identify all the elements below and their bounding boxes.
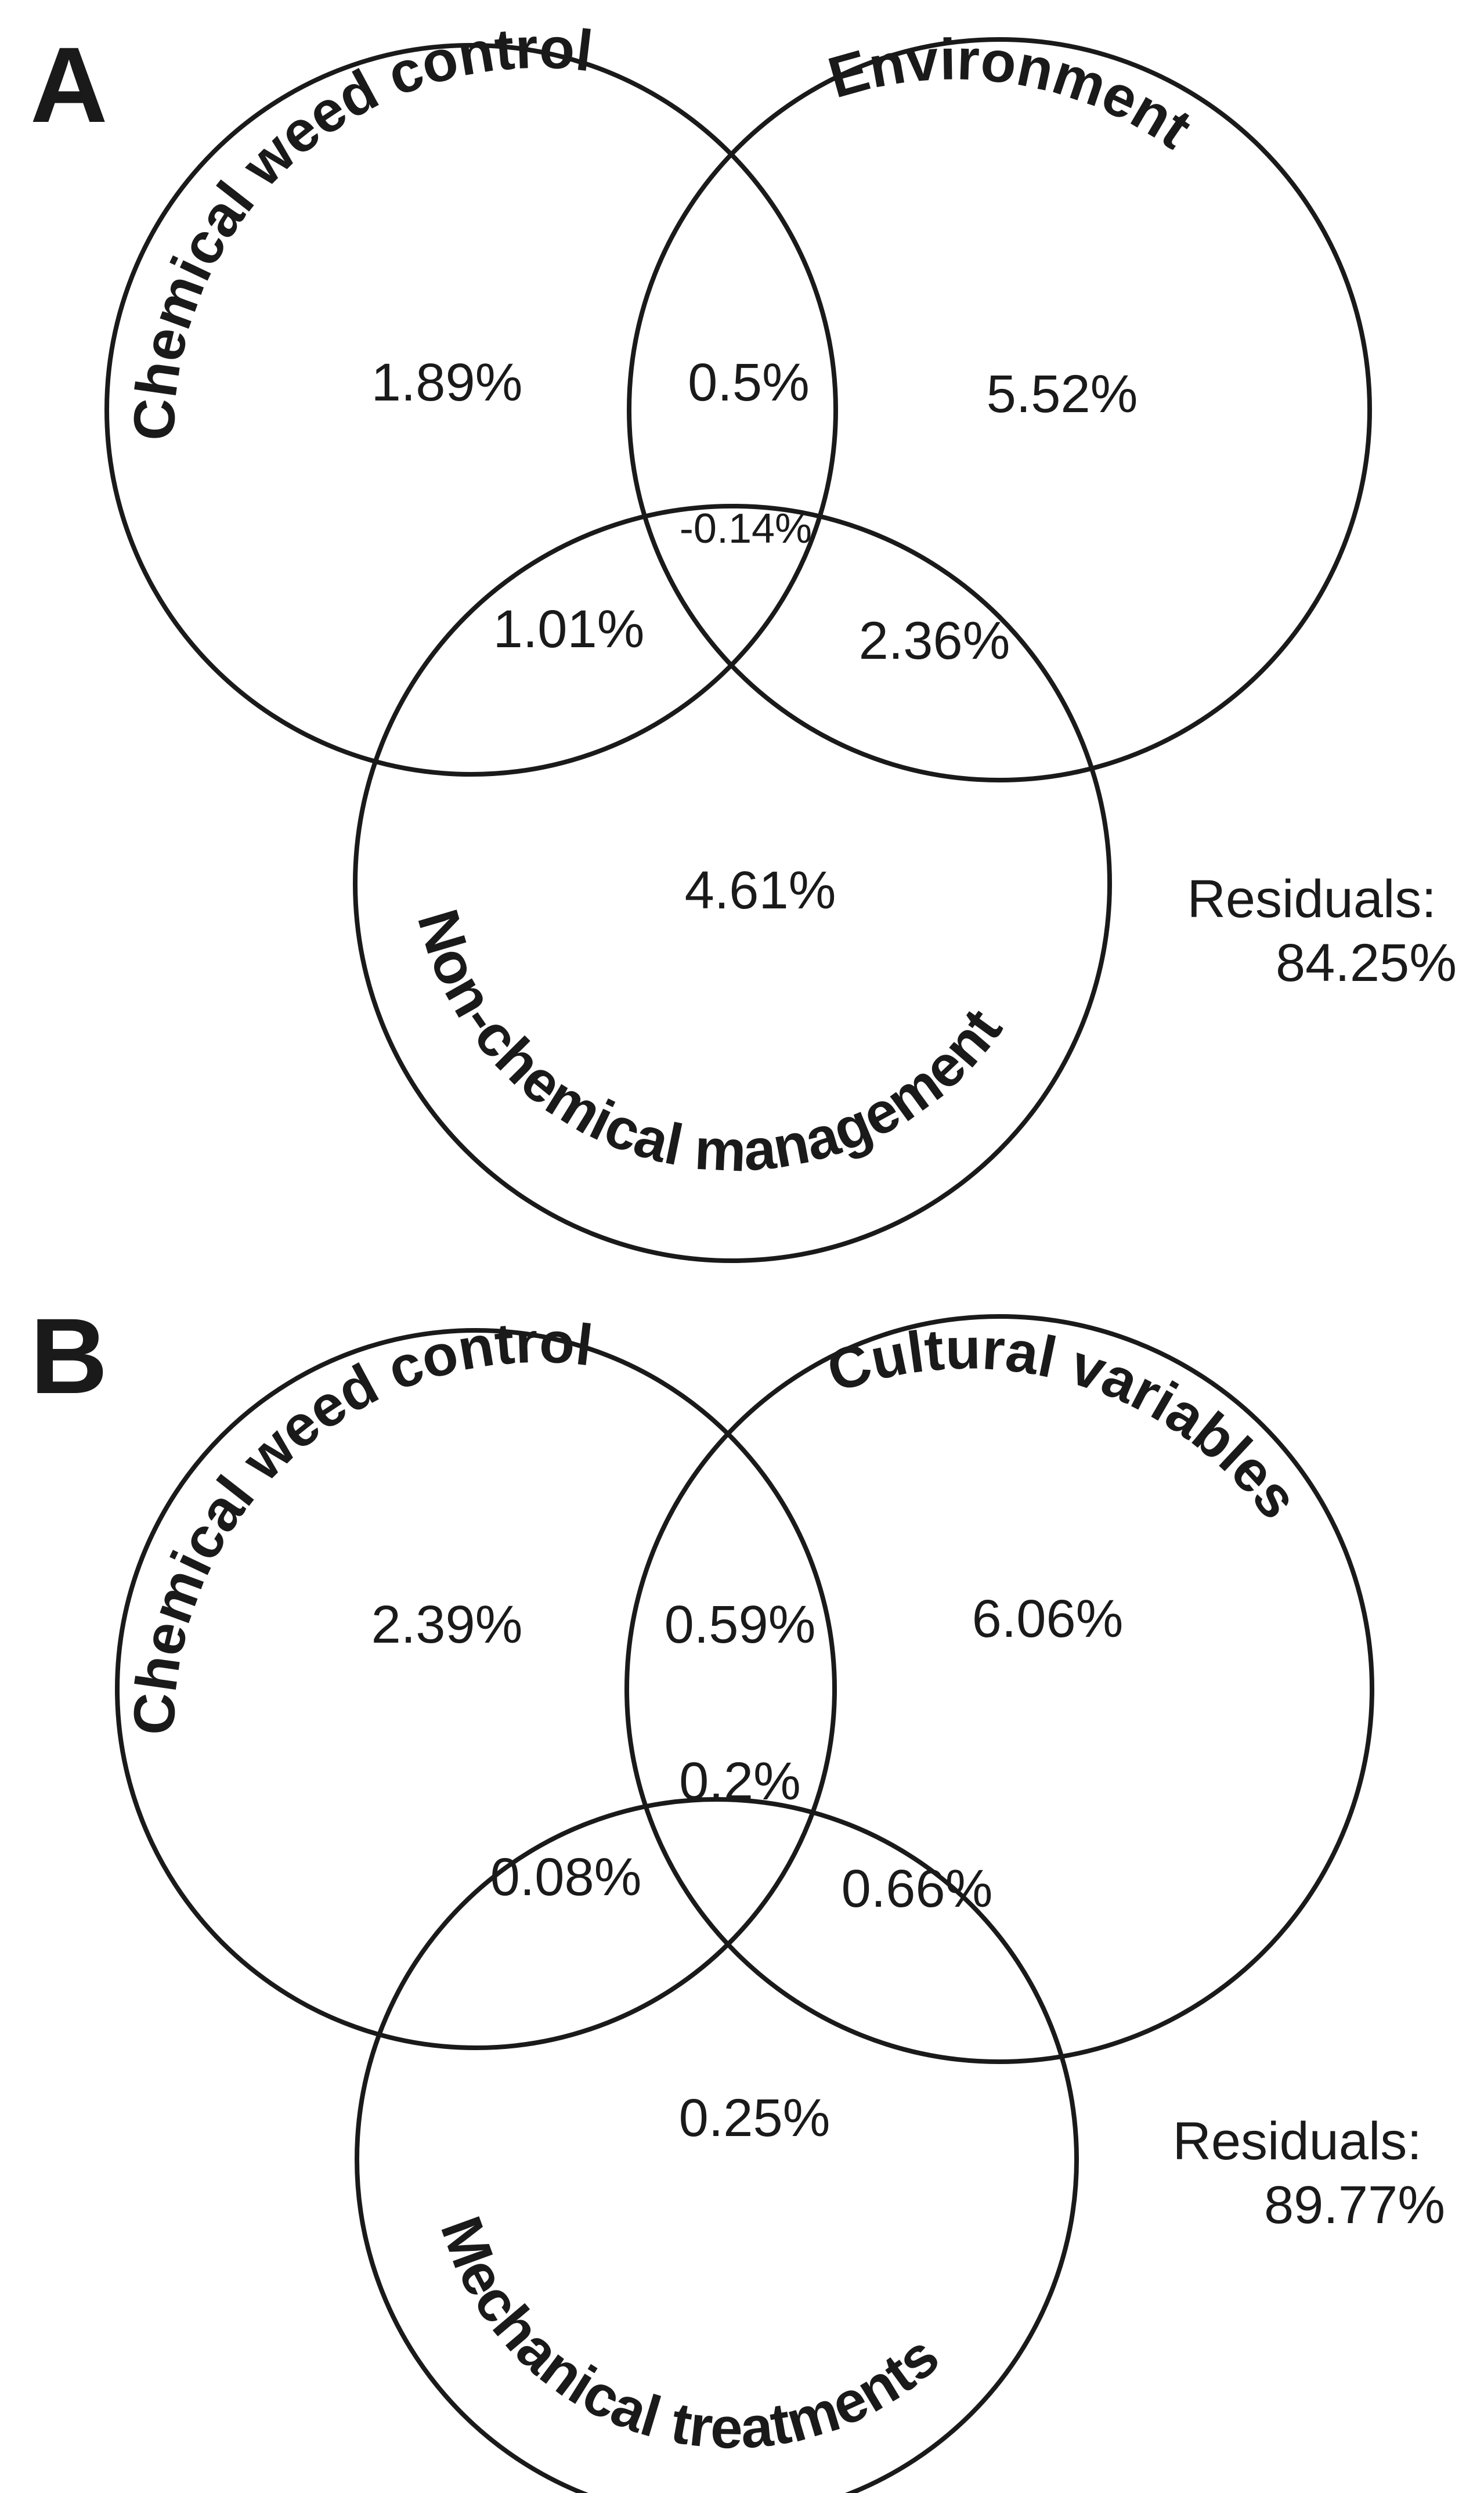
panel-b: B Chemical weed control Cultural variabl… xyxy=(30,1297,1445,2493)
region-top-right-only-b: 6.06% xyxy=(972,1589,1124,1648)
region-all-three-a: -0.14% xyxy=(680,506,812,552)
region-top-left-bottom-a: 1.01% xyxy=(493,600,645,659)
region-top-right-bottom-a: 2.36% xyxy=(859,611,1010,670)
residuals-label-b: Residuals: xyxy=(1172,2112,1422,2171)
residuals-value-a: 84.25% xyxy=(1276,933,1457,993)
region-all-three-b: 0.2% xyxy=(679,1752,801,1811)
panel-label-a: A xyxy=(30,26,108,145)
set-label-bottom-a: Non-chemical management xyxy=(405,903,1014,1184)
circle-bottom-b xyxy=(355,1797,1079,2493)
set-label-top-right-a: Environment xyxy=(821,27,1203,161)
residuals-value-b: 89.77% xyxy=(1264,2175,1445,2235)
region-bottom-only-b: 0.25% xyxy=(679,2088,831,2148)
region-top-left-top-right-b: 0.59% xyxy=(665,1595,816,1654)
region-top-left-top-right-a: 0.5% xyxy=(688,353,810,412)
region-top-left-only-a: 1.89% xyxy=(371,353,523,412)
panel-label-b: B xyxy=(30,1297,108,1416)
circle-bottom-a xyxy=(353,504,1112,1263)
set-label-bottom-b: Mechanical treatments xyxy=(428,2209,951,2461)
region-bottom-only-a: 4.61% xyxy=(685,861,836,920)
region-top-left-only-b: 2.39% xyxy=(371,1595,523,1654)
region-top-right-bottom-b: 0.66% xyxy=(842,1859,993,1918)
residuals-label-a: Residuals: xyxy=(1187,870,1436,929)
set-label-top-right-b: Cultural variables xyxy=(819,1316,1311,1531)
set-label-top-left-a: Chemical weed control xyxy=(121,15,596,442)
set-label-top-left-b: Chemical weed control xyxy=(121,1309,596,1736)
panel-a: A Chemical weed control Environment Non-… xyxy=(30,15,1457,1263)
region-top-left-bottom-b: 0.08% xyxy=(490,1848,642,1907)
circle-top-left-b xyxy=(115,1328,837,2050)
region-top-right-only-a: 5.52% xyxy=(987,365,1138,424)
circle-top-right-b xyxy=(624,1314,1374,2064)
circle-top-left-a xyxy=(104,43,838,777)
circle-top-right-a xyxy=(627,37,1372,782)
